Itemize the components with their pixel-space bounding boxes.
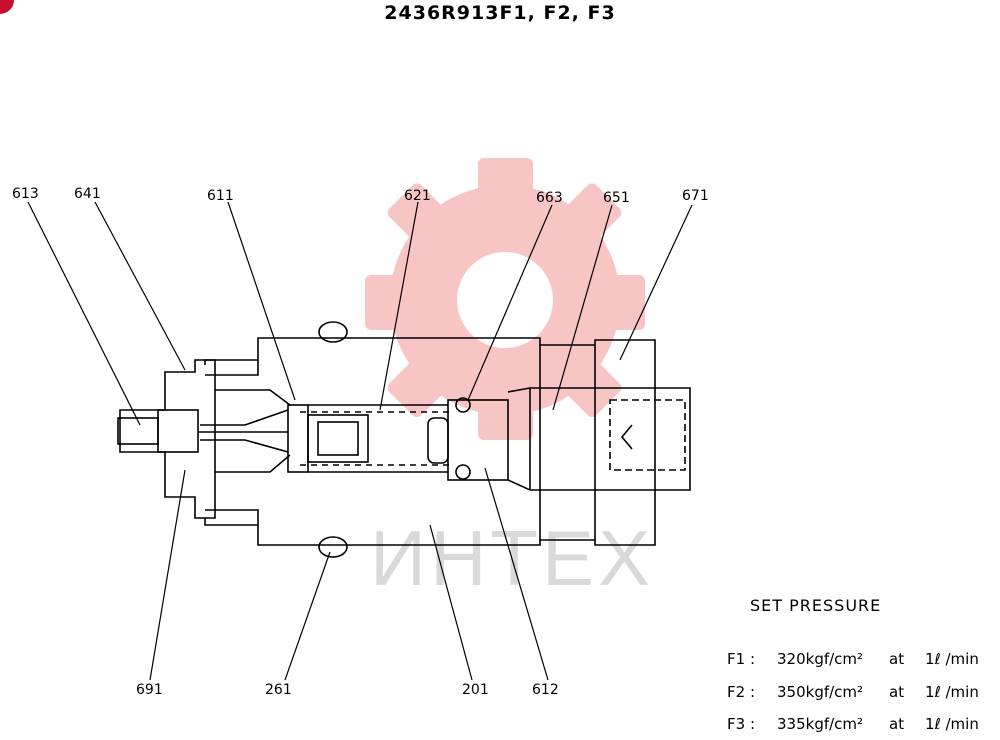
callout-621: 621	[404, 188, 431, 204]
callout-613: 613	[12, 186, 39, 202]
callout-612: 612	[532, 682, 559, 698]
oring-663-bottom	[455, 464, 471, 480]
body-201	[204, 337, 656, 546]
row-at: at	[889, 650, 905, 668]
row-value: 350kgf/cm²	[777, 683, 864, 701]
row-key: F2 :	[727, 683, 755, 701]
spring-621	[300, 404, 450, 473]
row-flow: 1ℓ /min	[925, 650, 979, 668]
callout-671: 671	[682, 188, 709, 204]
callout-651: 651	[603, 190, 630, 206]
watermark-text: ИНТЕХ	[370, 514, 654, 602]
row-at: at	[889, 715, 905, 733]
poppet-611	[287, 404, 309, 473]
row-at: at	[889, 683, 905, 701]
housing-651	[507, 387, 691, 491]
callout-641: 641	[74, 186, 101, 202]
row-key: F3 :	[727, 715, 755, 733]
row-value: 335kgf/cm²	[777, 715, 864, 733]
callout-261: 261	[265, 682, 292, 698]
row-flow: 1ℓ /min	[925, 683, 979, 701]
set-pressure-heading: SET PRESSURE	[750, 596, 882, 615]
drawing-title: 2436R913F1, F2, F3	[384, 2, 616, 24]
set-pressure-row: F2 : 350kgf/cm² at 1ℓ /min	[727, 683, 979, 701]
callout-611: 611	[207, 188, 234, 204]
watermark-gear-icon	[365, 158, 645, 440]
set-pressure-row: F1 : 320kgf/cm² at 1ℓ /min	[727, 650, 979, 668]
set-pressure-row: F3 : 335kgf/cm² at 1ℓ /min	[727, 715, 979, 733]
plug-641	[119, 359, 216, 519]
callout-663: 663	[536, 190, 563, 206]
callout-691: 691	[136, 682, 163, 698]
oring-663-top	[455, 397, 471, 413]
row-value: 320kgf/cm²	[777, 650, 864, 668]
callout-201: 201	[462, 682, 489, 698]
oring-261-bottom	[318, 536, 348, 558]
cap-671	[609, 399, 686, 471]
row-key: F1 :	[727, 650, 755, 668]
oring-261-top	[318, 321, 348, 343]
row-flow: 1ℓ /min	[925, 715, 979, 733]
